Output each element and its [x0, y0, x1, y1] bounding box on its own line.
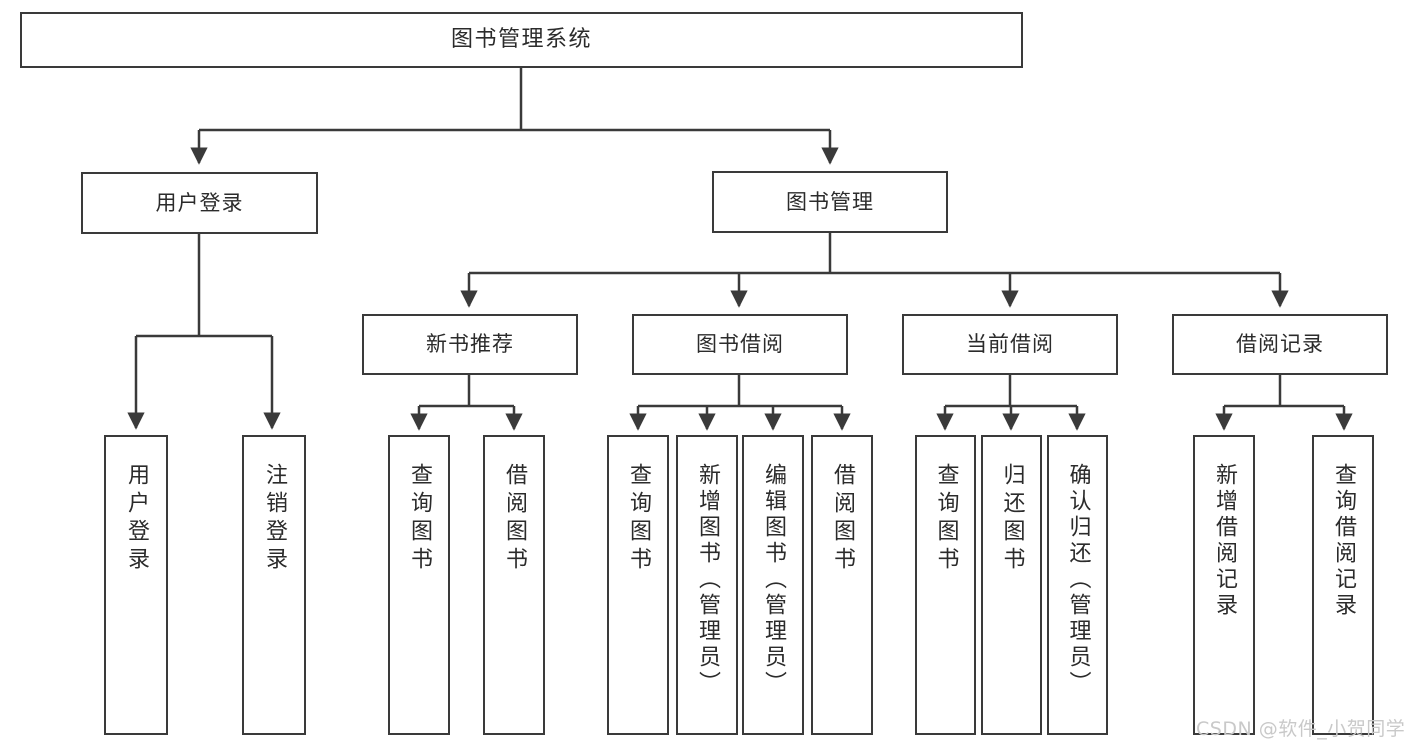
node-label: 查询图书 [626, 463, 651, 575]
node-label: 新增借阅记录 [1212, 463, 1237, 619]
node-label: 查询借阅记录 [1331, 463, 1356, 619]
leaf-query-book-new-recommend[interactable]: 查询图书 [388, 435, 450, 735]
node-label: 新增图书（管理员） [695, 463, 720, 697]
leaf-user-login[interactable]: 用户登录 [104, 435, 168, 735]
node-label: 用户登录 [124, 463, 149, 575]
leaf-add-borrow-record[interactable]: 新增借阅记录 [1193, 435, 1255, 735]
node-label: 借阅图书 [830, 463, 855, 575]
leaf-query-borrow-record[interactable]: 查询借阅记录 [1312, 435, 1374, 735]
node-book-borrow[interactable]: 图书借阅 [632, 314, 848, 375]
node-label: 编辑图书（管理员） [761, 463, 786, 697]
leaf-confirm-return-admin[interactable]: 确认归还（管理员） [1047, 435, 1108, 735]
node-root-book-management-system[interactable]: 图书管理系统 [20, 12, 1023, 68]
leaf-edit-book-admin[interactable]: 编辑图书（管理员） [742, 435, 804, 735]
node-label: 图书管理 [786, 189, 874, 214]
leaf-return-book[interactable]: 归还图书 [981, 435, 1042, 735]
node-label: 图书管理系统 [450, 27, 592, 53]
node-label: 图书借阅 [696, 332, 784, 357]
node-label: 注销登录 [262, 463, 287, 575]
node-label: 查询图书 [407, 463, 432, 575]
leaf-add-book-admin[interactable]: 新增图书（管理员） [676, 435, 738, 735]
leaf-query-book-current[interactable]: 查询图书 [915, 435, 976, 735]
node-current-borrow[interactable]: 当前借阅 [902, 314, 1118, 375]
node-label: 归还图书 [999, 463, 1025, 575]
csdn-watermark: CSDN @软件_小贺同学 [1196, 718, 1405, 740]
node-new-book-recommend[interactable]: 新书推荐 [362, 314, 578, 375]
node-label: 确认归还（管理员） [1065, 463, 1091, 697]
node-label: 用户登录 [155, 190, 244, 215]
node-user-login[interactable]: 用户登录 [81, 172, 318, 234]
leaf-borrow-book-new-recommend[interactable]: 借阅图书 [483, 435, 545, 735]
leaf-borrow-book-borrow[interactable]: 借阅图书 [811, 435, 873, 735]
node-label: 查询图书 [933, 463, 959, 575]
node-label: 借阅图书 [502, 463, 527, 575]
node-label: 新书推荐 [426, 332, 514, 357]
node-label: 借阅记录 [1236, 332, 1324, 357]
node-borrow-record[interactable]: 借阅记录 [1172, 314, 1388, 375]
node-book-management[interactable]: 图书管理 [712, 171, 948, 233]
node-label: 当前借阅 [966, 332, 1054, 357]
leaf-query-book-borrow[interactable]: 查询图书 [607, 435, 669, 735]
leaf-logout-login[interactable]: 注销登录 [242, 435, 306, 735]
